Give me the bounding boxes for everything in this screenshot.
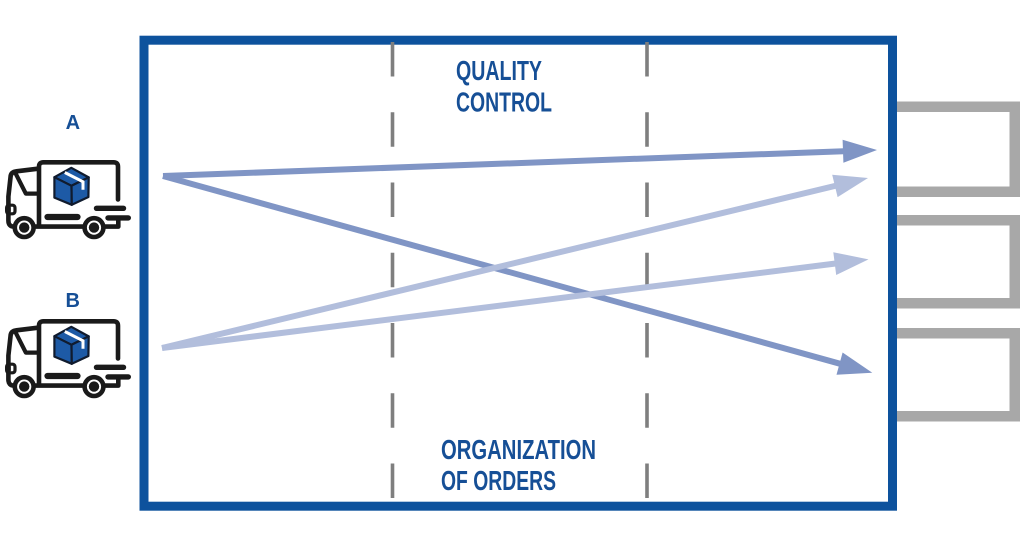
svg-text:A: A xyxy=(66,112,80,134)
svg-text:OF ORDERS: OF ORDERS xyxy=(441,465,556,496)
svg-text:ORGANIZATION: ORGANIZATION xyxy=(441,434,596,465)
svg-text:B: B xyxy=(65,290,79,312)
svg-text:QUALITY: QUALITY xyxy=(456,55,542,86)
svg-text:CONTROL: CONTROL xyxy=(456,87,552,118)
